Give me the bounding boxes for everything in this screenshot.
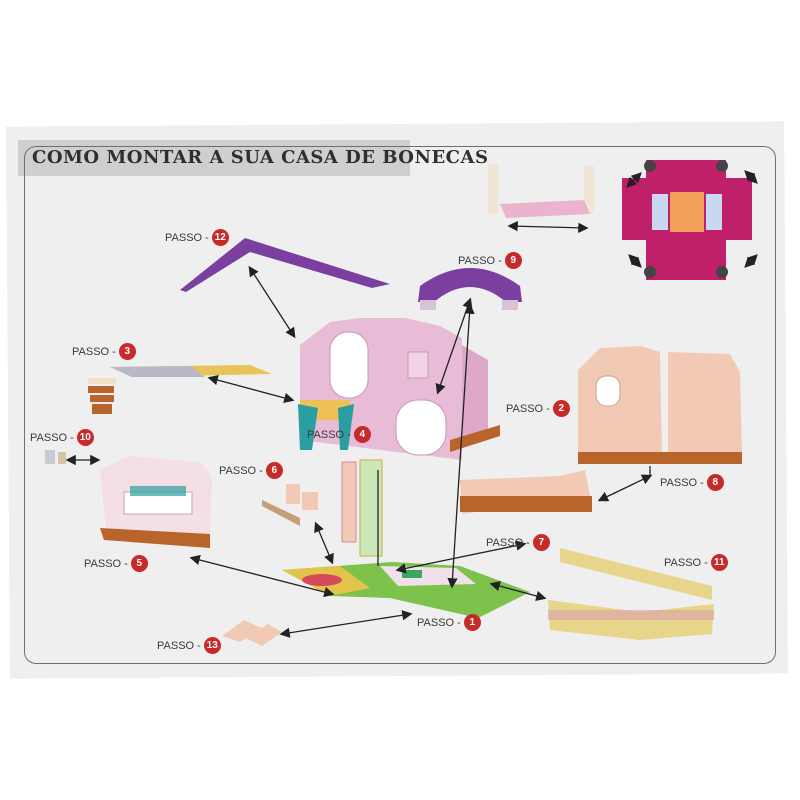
step-number: 7 <box>532 534 550 551</box>
door-frame-piece <box>341 459 383 557</box>
step-number: 4 <box>353 426 371 443</box>
stair-steps-piece <box>222 620 282 646</box>
step-2-label: PASSO - 2 <box>506 400 570 417</box>
step-word: PASSO - <box>219 464 263 477</box>
bed-net-piece <box>622 160 752 280</box>
roof-piece <box>180 238 390 292</box>
step-word: PASSO - <box>307 428 351 441</box>
step-11-label: PASSO - 11 <box>664 554 728 571</box>
balcony-piece <box>100 456 212 548</box>
step-number: 3 <box>118 343 136 360</box>
step-number: 5 <box>130 555 148 572</box>
step-word: PASSO - <box>157 639 201 652</box>
step-12-label: PASSO - 13 <box>157 637 221 654</box>
step-6-label: PASSO - 6 <box>219 462 283 479</box>
back-wall-piece <box>578 346 742 464</box>
step-number: 11 <box>710 554 728 571</box>
step-9-label: PASSO - 9 <box>458 252 522 269</box>
house-piece <box>298 318 500 460</box>
step-word: PASSO - <box>165 231 209 244</box>
step-word: PASSO - <box>417 616 461 629</box>
step-number: 1 <box>463 614 481 631</box>
assembly-arrows <box>65 170 758 638</box>
step-number: 13 <box>203 637 221 654</box>
arch-piece <box>418 268 522 310</box>
step-8-label: PASSO - 8 <box>660 474 724 491</box>
step-4-label: PASSO - 4 <box>307 426 371 443</box>
step-word: PASSO - <box>506 402 550 415</box>
lamp-piece <box>45 450 66 464</box>
chairs-piece <box>262 484 318 526</box>
bed-piece <box>488 164 594 218</box>
page-title: COMO MONTAR A SUA CASA DE BONECAS <box>32 147 489 168</box>
step-10-label: PASSO - 10 <box>30 429 94 446</box>
step-7-label: PASSO - 7 <box>486 534 550 551</box>
ground-floor-piece <box>282 562 530 618</box>
step-5-label: PASSO - 5 <box>84 555 148 572</box>
step-number: 9 <box>504 252 522 269</box>
step-3-label: PASSO - 3 <box>72 343 136 360</box>
fence-piece <box>548 548 714 640</box>
sheet-frame <box>24 146 776 664</box>
step-word: PASSO - <box>458 254 502 267</box>
step-number: 10 <box>76 429 94 446</box>
step-13-label: PASSO - 12 <box>165 229 229 246</box>
base-platform-piece <box>460 470 592 514</box>
step-word: PASSO - <box>84 557 128 570</box>
step-word: PASSO - <box>664 556 708 569</box>
step-word: PASSO - <box>72 345 116 358</box>
step-word: PASSO - <box>486 536 530 549</box>
step-number: 12 <box>211 229 229 246</box>
step-number: 6 <box>265 462 283 479</box>
step-word: PASSO - <box>30 431 74 444</box>
stairs-piece <box>88 378 116 414</box>
upper-floor-piece <box>110 365 272 377</box>
step-number: 8 <box>706 474 724 491</box>
step-1-label: PASSO - 1 <box>417 614 481 631</box>
step-number: 2 <box>552 400 570 417</box>
step-word: PASSO - <box>660 476 704 489</box>
